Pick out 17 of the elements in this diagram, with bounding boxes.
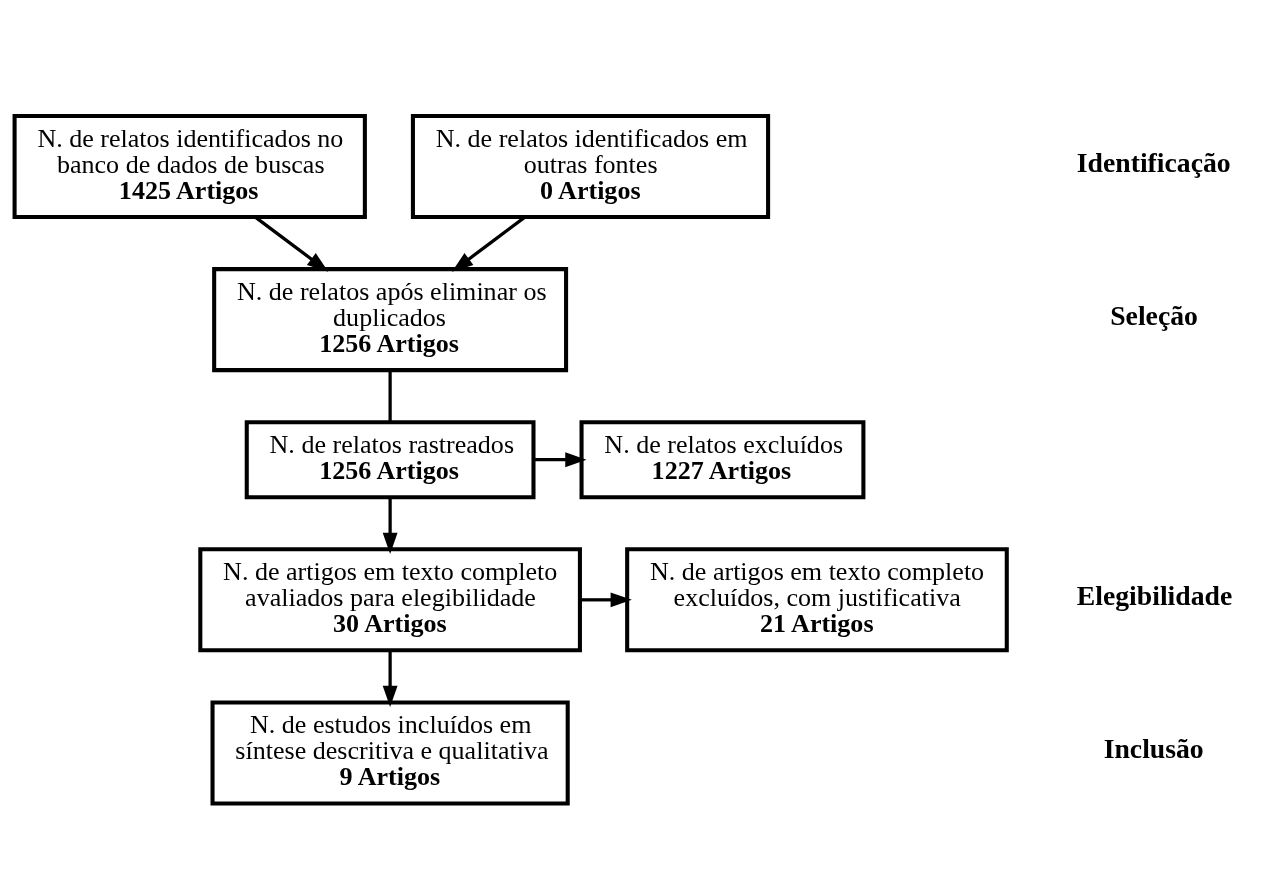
arrow (580, 591, 632, 607)
label: Seleção (1110, 299, 1198, 331)
label: Elegibilidade (1076, 579, 1233, 611)
node-box: N. de relatos excluídos 1227 Artigos (579, 419, 866, 499)
node-box: N. de relatos após eliminar os duplicados 1256 Artigos (212, 266, 569, 372)
arrow (533, 451, 587, 467)
node-box: N. de relatos rastreados 1256 Artigos (244, 419, 536, 499)
node-box: N. de estudos incluídos em síntese descritiva e qualitativa 9 Artigos (210, 699, 570, 805)
node-box: N. de relatos identificados no banco de dados de buscas 1425 Artigos (12, 113, 367, 219)
arrow (382, 650, 398, 707)
node-box: N. de artigos em texto completo avaliados para elegibilidade 30 Artigos (198, 546, 582, 652)
node-box: N. de artigos em texto completo excluídos, com justificativa 21 Artigos (625, 546, 1009, 652)
connector (388, 370, 392, 422)
label: Inclusão (1103, 732, 1204, 764)
arrow (382, 496, 398, 554)
label: Identificação (1076, 146, 1231, 178)
node-box: N. de relatos identificados em outras fontes 0 Artigos (410, 113, 771, 219)
